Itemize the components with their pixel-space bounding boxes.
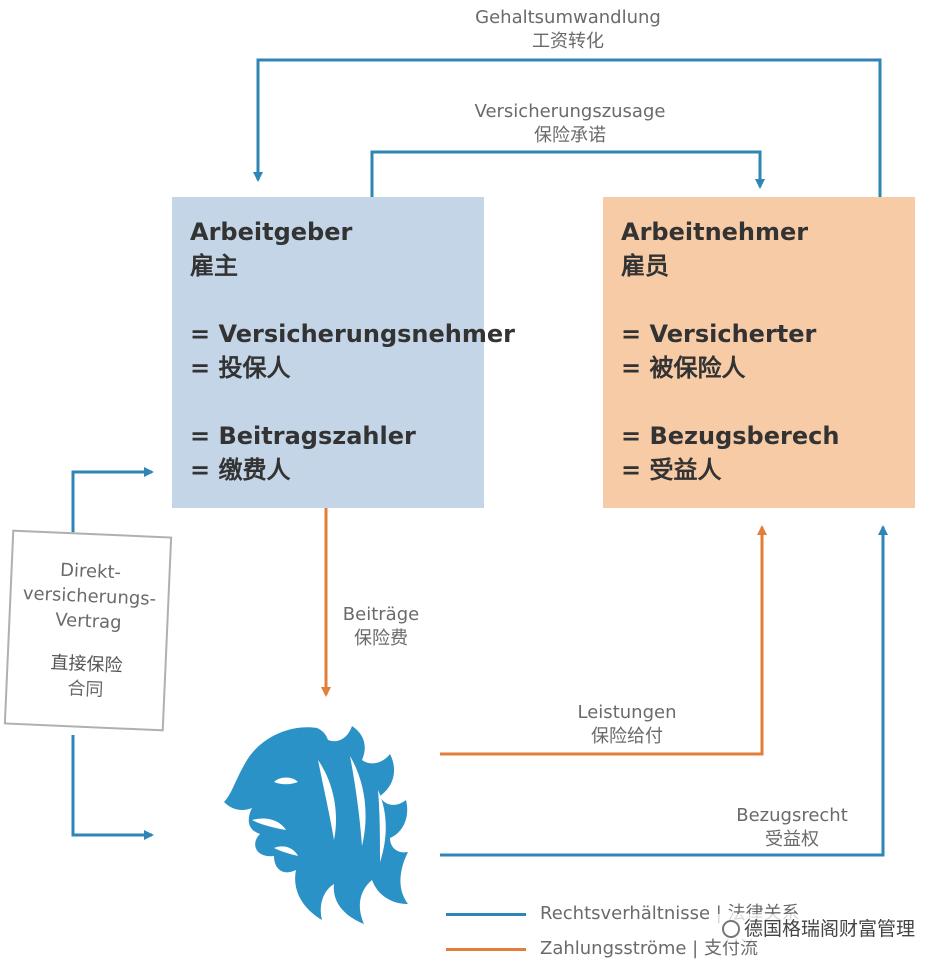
benefits-label: Leistungen 保险给付 — [578, 701, 677, 749]
watermark: 德国格瑞阁财富管理 — [718, 914, 920, 941]
insurance-commitment-text: Versicherungszusage — [474, 101, 666, 122]
employer-box: Arbeitgeber 雇主 = Versicherungsnehmer = 投… — [172, 197, 515, 508]
employee-role-beneficiary: = Bezugsberech — [621, 422, 840, 450]
entitlement-arrow — [440, 525, 888, 857]
contract-to-employer-arrow — [71, 467, 154, 540]
employee-role-insured: = Versicherter — [621, 320, 817, 348]
salary-conversion-text: Gehaltsumwandlung — [475, 7, 661, 28]
employer-role-payer: = Beitragszahler — [190, 422, 416, 450]
legend-legal-swatch — [446, 913, 526, 916]
insurance-commitment-arrow — [370, 150, 765, 197]
employer-role-policyholder-cn: = 投保人 — [190, 354, 291, 382]
contributions-label: Beiträge 保险费 — [343, 603, 419, 651]
lion-head-icon — [224, 726, 408, 924]
employee-role-insured-cn: = 被保险人 — [621, 354, 746, 382]
contract-to-insurer-arrow — [71, 735, 154, 840]
entitlement-text-cn: 受益权 — [765, 829, 819, 850]
legend-payment-swatch — [446, 948, 526, 951]
employer-title: Arbeitgeber — [190, 218, 353, 246]
salary-conversion-label: Gehaltsumwandlung 工资转化 — [475, 6, 661, 54]
insurance-commitment-text-cn: 保险承诺 — [534, 125, 606, 146]
employee-role-beneficiary-cn: = 受益人 — [621, 456, 722, 484]
employer-role-payer-cn: = 缴费人 — [190, 456, 291, 484]
contributions-text-cn: 保险费 — [353, 628, 408, 649]
entitlement-text: Bezugsrecht — [736, 805, 848, 826]
benefits-text: Leistungen — [577, 702, 677, 723]
salary-conversion-arrow — [253, 58, 882, 197]
entitlement-label: Bezugsrecht 受益权 — [736, 804, 848, 852]
insurance-commitment-label: Versicherungszusage 保险承诺 — [475, 100, 666, 148]
direct-insurance-contract: Direkt- versicherungs- Vertrag 直接保险 合同 — [3, 529, 173, 732]
benefits-arrow — [440, 525, 767, 756]
employee-title-cn: 雇员 — [621, 252, 669, 280]
watermark-text: 德国格瑞阁财富管理 — [744, 918, 916, 940]
contributions-text: Beiträge — [342, 604, 420, 625]
employer-role-policyholder: = Versicherungsnehmer — [190, 320, 515, 348]
salary-conversion-text-cn: 工资转化 — [531, 31, 604, 52]
wechat-icon — [722, 920, 740, 938]
legend-payment-text: Zahlungsströme | 支付流 — [540, 938, 758, 959]
employer-title-cn: 雇主 — [190, 252, 238, 280]
employee-title: Arbeitnehmer — [621, 218, 809, 246]
employee-box: Arbeitnehmer 雇员 = Versicherter = 被保险人 = … — [603, 197, 915, 508]
benefits-text-cn: 保险给付 — [590, 726, 663, 747]
